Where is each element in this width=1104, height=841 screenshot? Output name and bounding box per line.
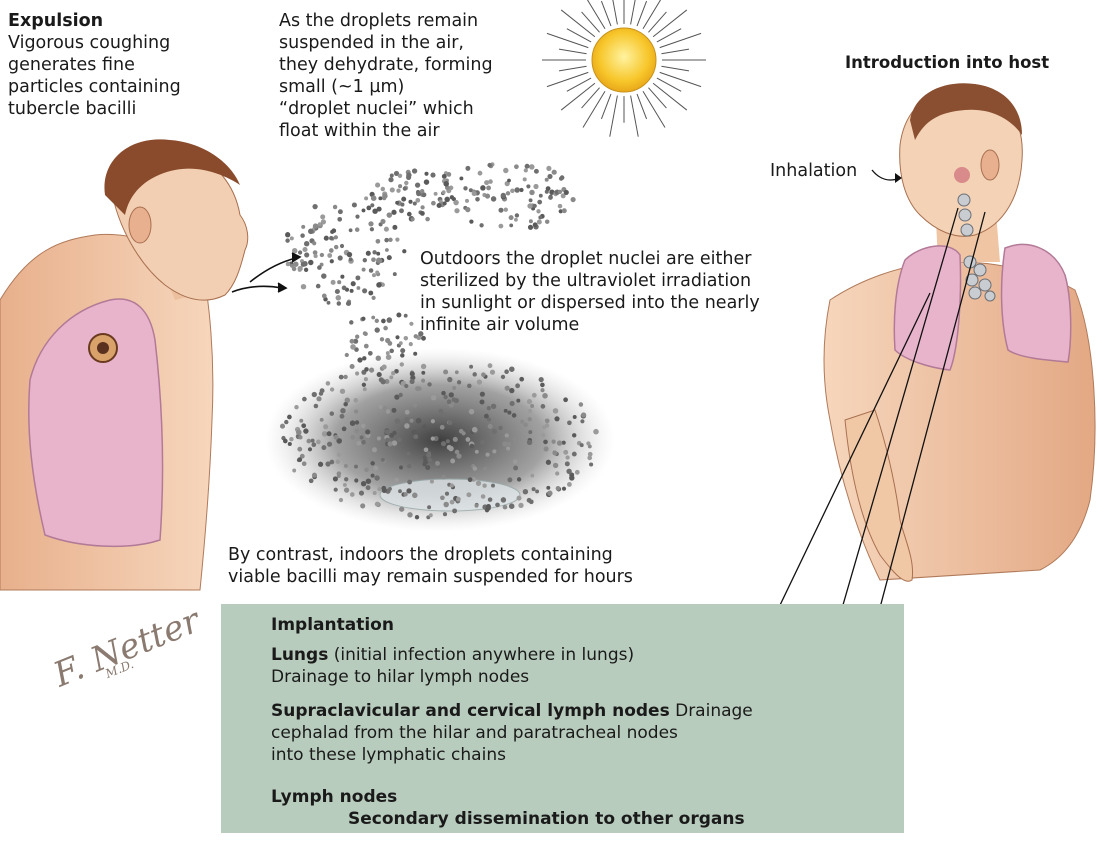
- implantation-heading: Implantation: [271, 614, 394, 636]
- lungs-detail: (initial infection anywhere in lungs): [328, 645, 634, 665]
- supraclavicular-line2: cephalad from the hilar and paratracheal…: [271, 722, 678, 744]
- droplets-line: suspended in the air,: [279, 32, 493, 54]
- implantation-panel: Implantation Lungs (initial infection an…: [221, 604, 904, 833]
- lungs-line: Lungs (initial infection anywhere in lun…: [271, 644, 634, 666]
- expulsion-line: generates fine: [8, 54, 181, 76]
- droplets-caption: As the droplets remain suspended in the …: [279, 10, 493, 142]
- expulsion-line: tubercle bacilli: [8, 98, 181, 120]
- expulsion-heading: Expulsion: [8, 10, 181, 32]
- lungs-drainage: Drainage to hilar lymph nodes: [271, 666, 529, 688]
- supraclavicular-line: Supraclavicular and cervical lymph nodes…: [271, 700, 753, 722]
- droplets-line: “droplet nuclei” which: [279, 98, 493, 120]
- droplets-line: float within the air: [279, 120, 493, 142]
- indoors-line: viable bacilli may remain suspended for …: [228, 566, 633, 588]
- outdoors-line: infinite air volume: [420, 314, 760, 336]
- coughing-man-figure: [0, 139, 248, 590]
- host-heading: Introduction into host: [845, 52, 1049, 74]
- indoors-line: By contrast, indoors the droplets contai…: [228, 544, 633, 566]
- inhalation-label: Inhalation: [770, 160, 857, 182]
- droplets-line: As the droplets remain: [279, 10, 493, 32]
- supraclavicular-term: Supraclavicular and cervical lymph nodes: [271, 701, 670, 721]
- supraclavicular-line3: into these lymphatic chains: [271, 744, 506, 766]
- outdoors-line: Outdoors the droplet nuclei are either: [420, 248, 760, 270]
- lung-cavity-lesion: [89, 334, 117, 362]
- host-man-figure: [824, 83, 1095, 581]
- outdoors-caption: Outdoors the droplet nuclei are either s…: [420, 248, 760, 336]
- expulsion-line: particles containing: [8, 76, 181, 98]
- lymph-nodes-term: Lymph nodes: [271, 786, 397, 808]
- outdoors-line: in sunlight or dispersed into the nearly: [420, 292, 760, 314]
- secondary-dissemination: Secondary dissemination to other organs: [348, 808, 745, 830]
- sun-icon: [542, 0, 706, 137]
- droplets-line: they dehydrate, forming: [279, 54, 493, 76]
- lungs-term: Lungs: [271, 645, 328, 665]
- supraclavicular-detail: Drainage: [670, 701, 753, 721]
- expulsion-line: Vigorous coughing: [8, 32, 181, 54]
- outdoors-line: sterilized by the ultraviolet irradiatio…: [420, 270, 760, 292]
- expulsion-block: Expulsion Vigorous coughing generates fi…: [8, 10, 181, 120]
- indoors-caption: By contrast, indoors the droplets contai…: [228, 544, 633, 588]
- droplets-line: small (~1 µm): [279, 76, 493, 98]
